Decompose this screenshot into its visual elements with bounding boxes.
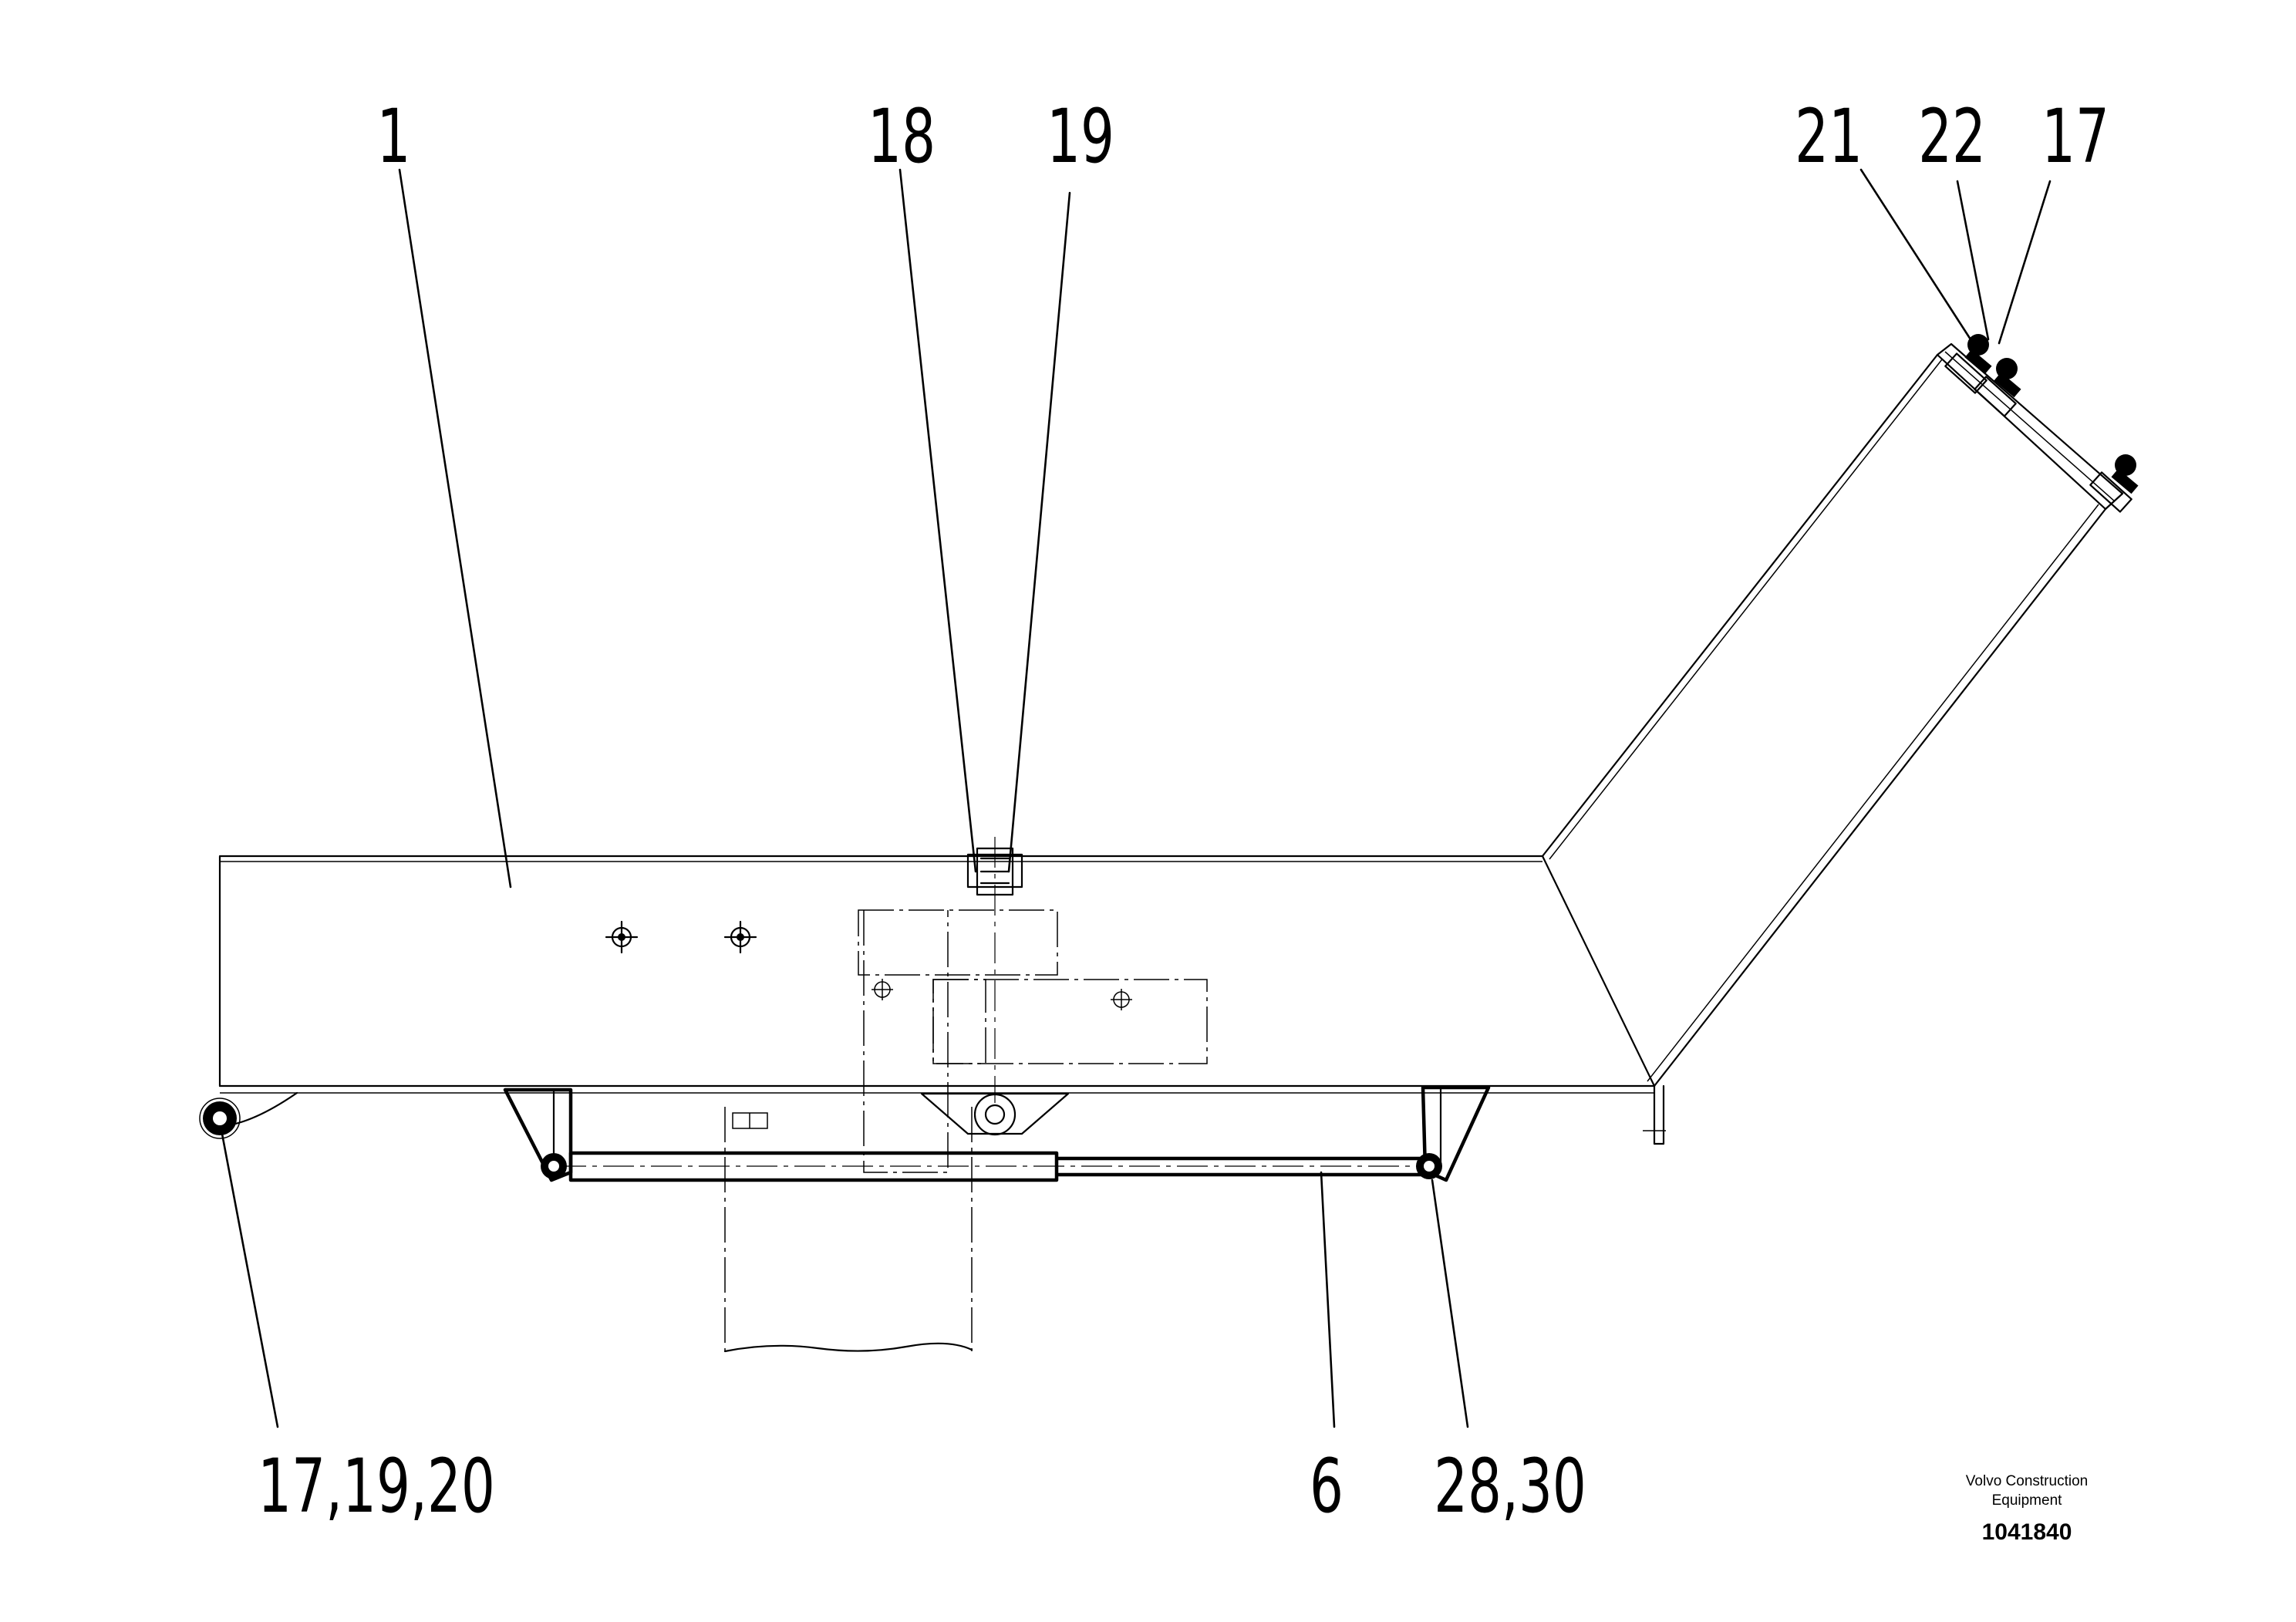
- center-pivot-lug: [920, 1092, 1070, 1136]
- leader-lines: [220, 168, 2052, 1428]
- callout-6: 6: [1310, 1442, 1344, 1529]
- right-cylinder-bracket: [1421, 1085, 1491, 1182]
- main-body: [218, 855, 1666, 1145]
- callout-19: 19: [1047, 93, 1114, 179]
- left-pivot: [199, 1098, 241, 1139]
- phantom-plates: [858, 909, 1208, 1173]
- fastener-mark-left: [605, 920, 639, 954]
- top-bolt-bracket: [966, 837, 1023, 1103]
- chute-bolt-end: [2089, 454, 2139, 513]
- callout-22: 22: [1918, 93, 1986, 179]
- fastener-mark-right: [723, 920, 757, 954]
- angled-chute: [1541, 342, 2124, 1088]
- chute-bolt-upper: [1944, 334, 1992, 394]
- lower-column: [723, 1107, 973, 1353]
- callout-17-19-20: 17,19,20: [258, 1442, 495, 1529]
- callout-18: 18: [868, 93, 936, 179]
- company-name-line1: Volvo Construction: [1966, 1473, 2088, 1489]
- hydraulic-cylinder: [541, 1151, 1442, 1182]
- chute-bolt-middle: [1974, 358, 2021, 417]
- callout-21: 21: [1795, 93, 1863, 179]
- company-name-line2: Equipment: [1992, 1492, 2063, 1509]
- callout-28-30: 28,30: [1434, 1442, 1586, 1529]
- callout-17: 17: [2041, 93, 2109, 179]
- callout-1: 1: [377, 93, 411, 179]
- drawing-number: 1041840: [1982, 1519, 2072, 1545]
